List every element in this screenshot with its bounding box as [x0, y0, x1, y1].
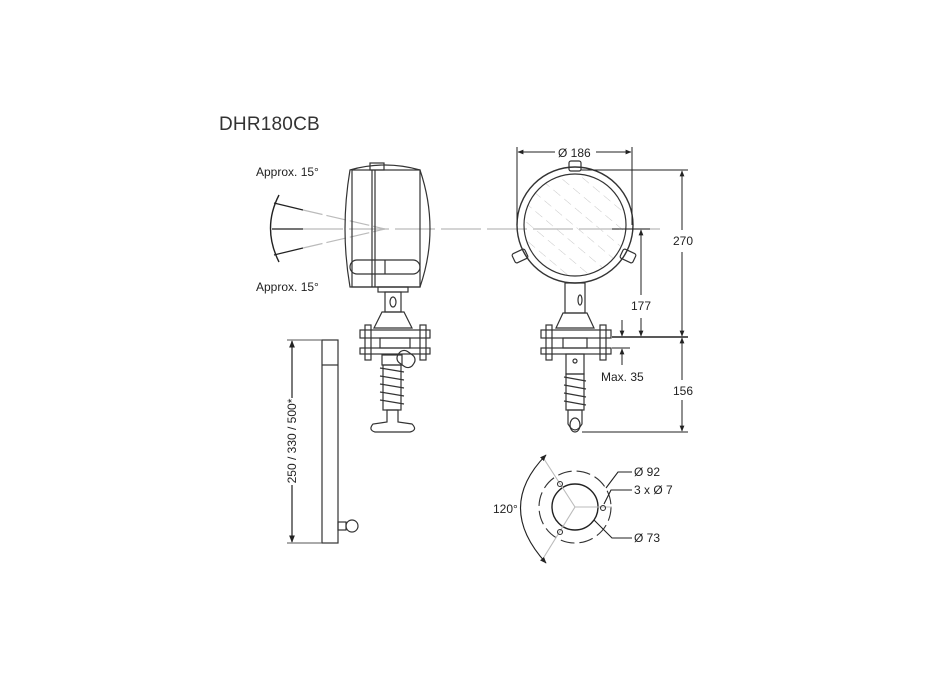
side-view: [269, 162, 660, 433]
outer-diameter-label: Ø 92: [634, 465, 661, 479]
holes-label: 3 x Ø 7: [634, 483, 673, 497]
beam-angle-bottom-label: Approx. 15°: [256, 280, 319, 294]
bolt-pattern: [519, 454, 632, 564]
bolt-angle-label: 120°: [493, 502, 518, 516]
height-below-label: 156: [673, 384, 694, 398]
extension-tube: [287, 339, 359, 544]
height-total-label: 270: [673, 234, 694, 248]
deck-thickness-label: Max. 35: [601, 370, 644, 384]
inner-diameter-label: Ø 73: [634, 531, 661, 545]
tube-length-label: 250 / 330 / 500*: [285, 398, 299, 484]
diameter-label: Ø 186: [558, 146, 591, 160]
front-view: [511, 160, 637, 433]
height-center-label: 177: [631, 299, 652, 313]
front-dimensions: [516, 147, 688, 433]
beam-angle-top-label: Approx. 15°: [256, 165, 319, 179]
model-title: DHR180CB: [219, 114, 320, 135]
